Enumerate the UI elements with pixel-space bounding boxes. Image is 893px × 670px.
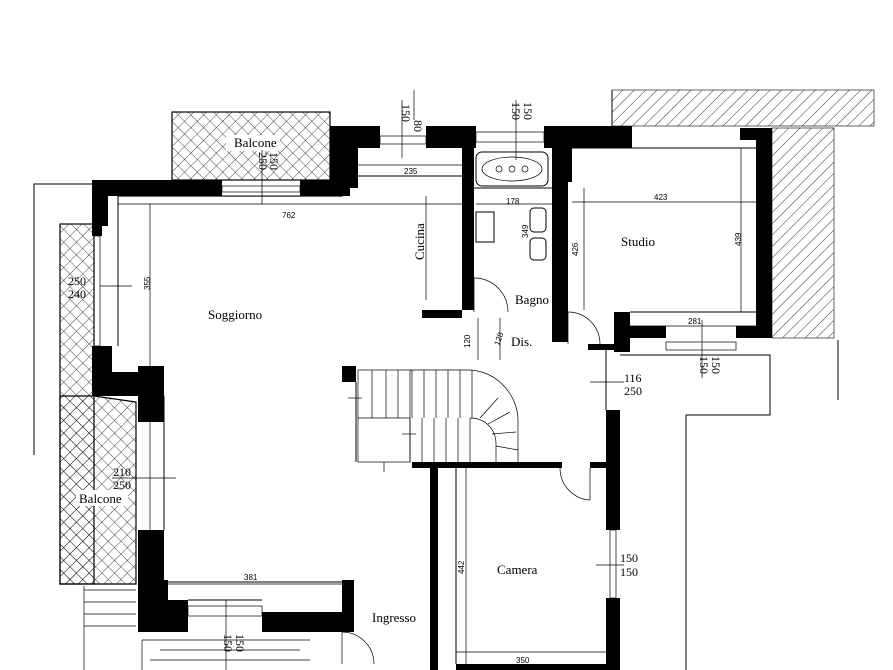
win-left2-b: 250 bbox=[113, 478, 131, 492]
dim-studio-right-height: 439 bbox=[734, 232, 743, 246]
win-studio-bottom-a: 150 bbox=[709, 356, 723, 374]
inner-lines bbox=[117, 147, 756, 664]
dim-camera-height: 442 bbox=[457, 560, 466, 574]
win-bottom-a: 150 bbox=[233, 634, 247, 652]
dim-soggiorno-bottom: 381 bbox=[244, 573, 258, 582]
room-label-soggiorno: Soggiorno bbox=[208, 307, 262, 322]
dim-dis-a: 120 bbox=[463, 334, 472, 348]
dim-cucina-width: 235 bbox=[404, 167, 418, 176]
dim-bagno-height: 349 bbox=[521, 224, 530, 238]
bathtub bbox=[475, 151, 549, 187]
dim-studio-bottom-width: 281 bbox=[688, 317, 702, 326]
bagno-fixtures bbox=[475, 207, 547, 261]
balcone-left-area bbox=[59, 223, 137, 585]
win-camera-right-a: 150 bbox=[620, 551, 638, 565]
win-dis-right-a: 116 bbox=[624, 371, 642, 385]
room-label-dis: Dis. bbox=[511, 334, 532, 349]
staircase bbox=[357, 369, 519, 463]
win-left-a: 250 bbox=[68, 274, 86, 288]
dim-bagno-width: 178 bbox=[506, 197, 520, 206]
win-top-cucina-b: 150 bbox=[399, 104, 413, 122]
dim-studio-left-height: 426 bbox=[571, 242, 580, 256]
room-label-balcone-top: Balcone bbox=[234, 135, 277, 150]
dim-dis-b: 128 bbox=[492, 331, 505, 347]
room-label-cucina: Cucina bbox=[412, 223, 427, 260]
win-dis-right-b: 250 bbox=[624, 384, 642, 398]
win-top-bagno-a: 150 bbox=[521, 102, 535, 120]
win-balcone-top-b: 250 bbox=[256, 152, 270, 170]
win-left2-a: 210 bbox=[113, 465, 131, 479]
dim-camera-width: 350 bbox=[516, 656, 530, 665]
win-camera-right-b: 150 bbox=[620, 565, 638, 579]
win-top-cucina-a: 80 bbox=[411, 120, 425, 132]
walls bbox=[92, 126, 772, 670]
win-top-bagno-b: 150 bbox=[509, 102, 523, 120]
dim-studio-width: 423 bbox=[654, 193, 668, 202]
doors bbox=[341, 277, 601, 665]
window-frames bbox=[93, 131, 737, 617]
exterior-hatch bbox=[611, 89, 875, 339]
room-label-balcone-left: Balcone bbox=[79, 491, 122, 506]
room-label-ingresso: Ingresso bbox=[372, 610, 416, 625]
room-label-camera: Camera bbox=[497, 562, 538, 577]
win-studio-bottom-b: 150 bbox=[697, 356, 711, 374]
dim-soggiorno-width: 762 bbox=[282, 211, 296, 220]
win-left-b: 240 bbox=[68, 287, 86, 301]
room-label-bagno: Bagno bbox=[515, 292, 549, 307]
room-label-studio: Studio bbox=[621, 234, 655, 249]
win-bottom-b: 150 bbox=[221, 634, 235, 652]
win-balcone-top-a: 150 bbox=[267, 152, 281, 170]
outer-outline bbox=[33, 90, 839, 670]
balcone-top-area bbox=[171, 111, 331, 181]
dimension-lines bbox=[100, 90, 756, 670]
dim-soggiorno-height: 355 bbox=[143, 276, 152, 290]
